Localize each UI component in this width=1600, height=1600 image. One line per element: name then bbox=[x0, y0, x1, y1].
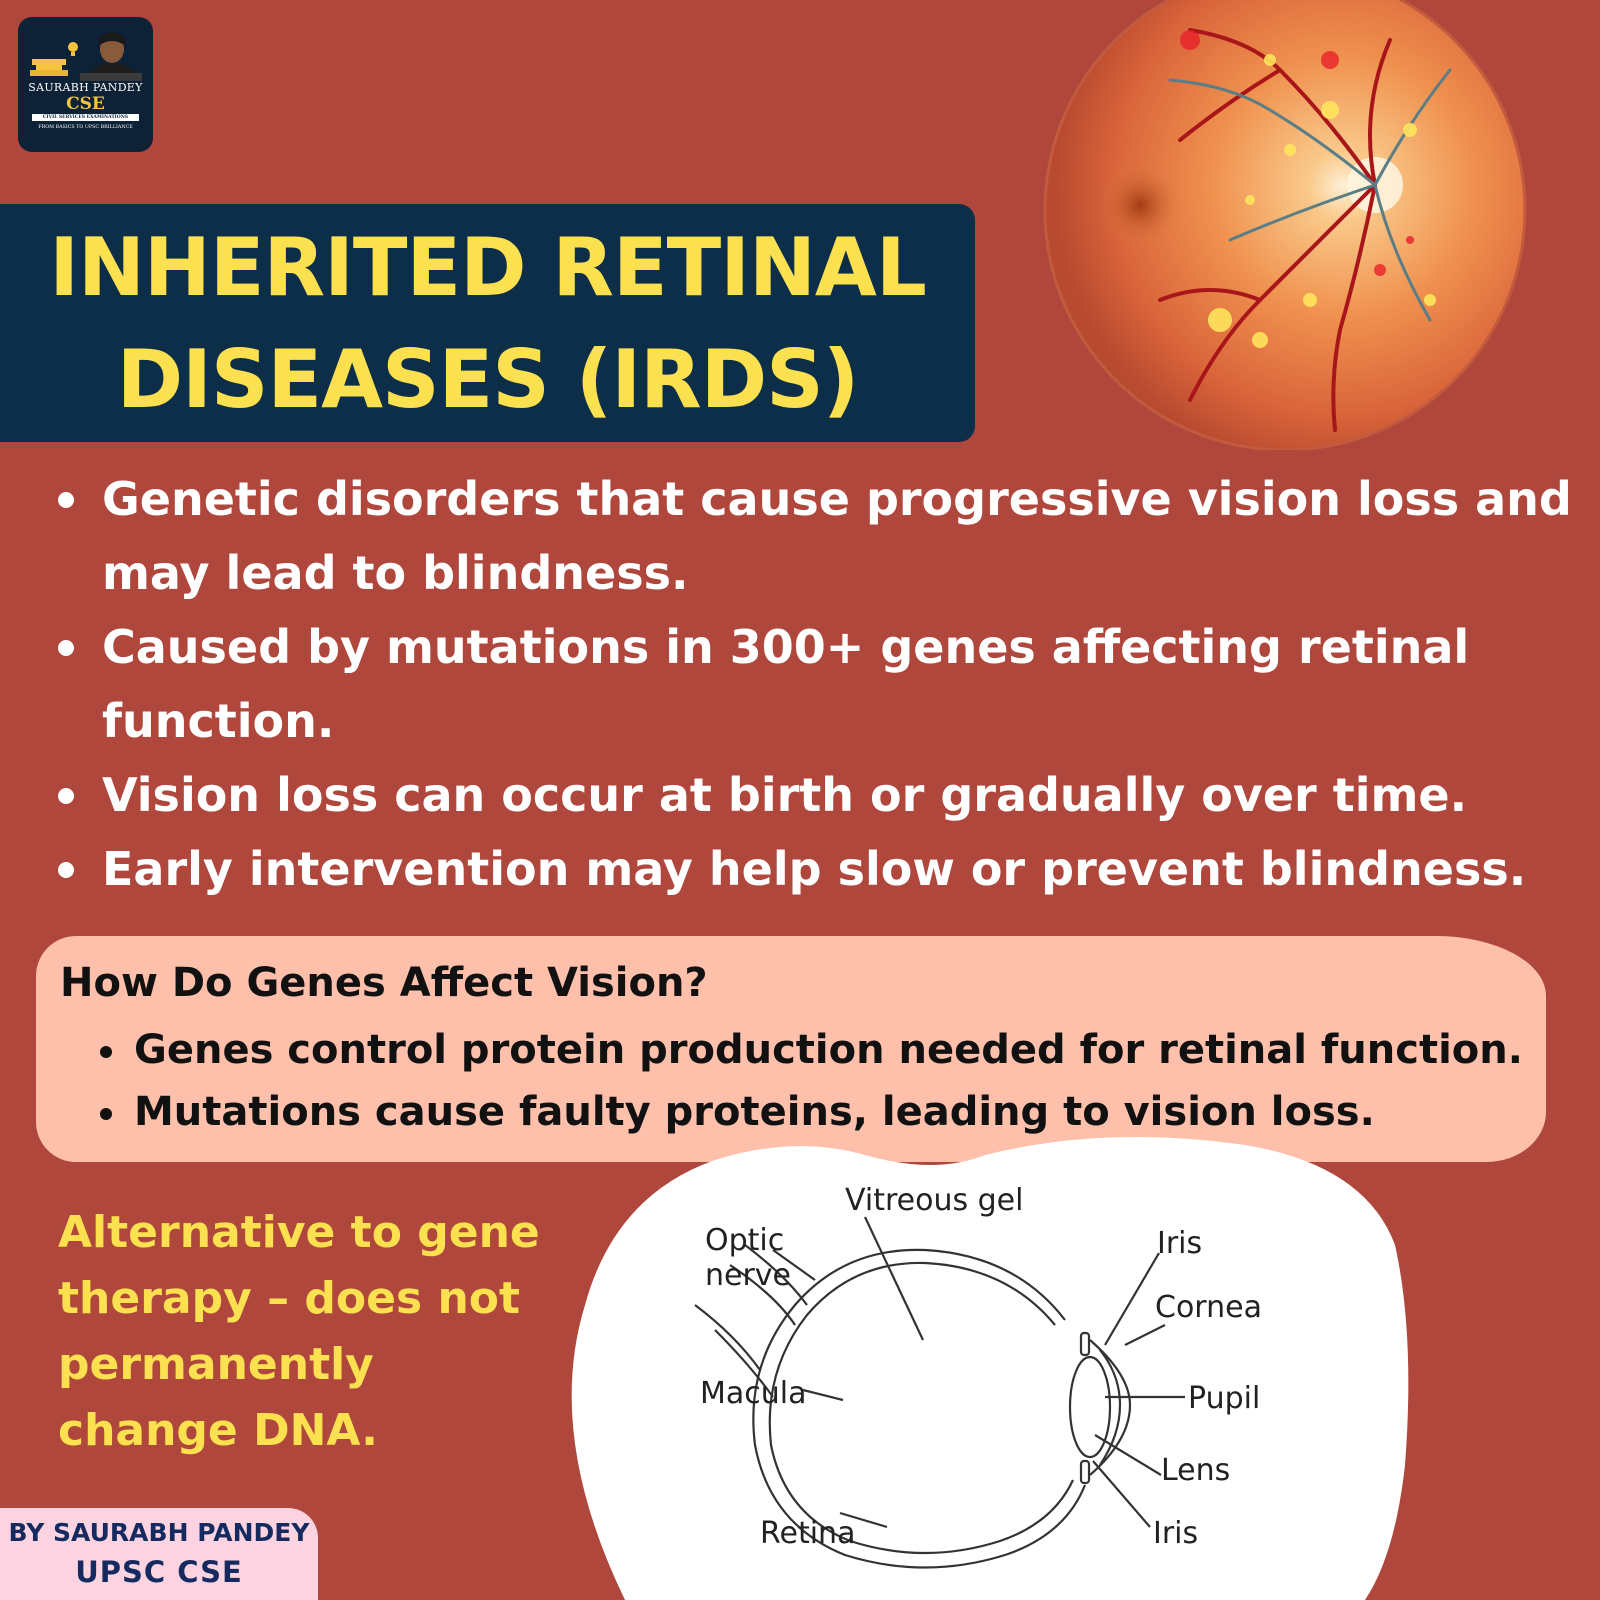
genes-points-list: Genes control protein production needed … bbox=[96, 1019, 1523, 1143]
label-iris-bottom: Iris bbox=[1153, 1516, 1198, 1551]
logo-tagline-2: FROM BASICS TO UPSC BRILLIANCE bbox=[38, 125, 133, 130]
genes-section-title: How Do Genes Affect Vision? bbox=[60, 960, 708, 1006]
key-points-list: Genetic disorders that cause progressive… bbox=[58, 462, 1578, 906]
author-byline: BY SAURABH PANDEY UPSC CSE bbox=[0, 1508, 318, 1600]
retina-fundus-image bbox=[1043, 0, 1527, 450]
label-iris-top: Iris bbox=[1157, 1226, 1202, 1261]
key-point: Genetic disorders that cause progressive… bbox=[58, 462, 1578, 610]
channel-logo: SAURABH PANDEY CSE CIVIL SERVICES EXAMIN… bbox=[18, 17, 153, 152]
label-optic-nerve-line1: Optic bbox=[705, 1223, 784, 1258]
logo-name: SAURABH PANDEY bbox=[28, 81, 143, 94]
title-banner: INHERITED RETINAL DISEASES (IRDS) bbox=[0, 204, 975, 442]
label-macula: Macula bbox=[700, 1376, 807, 1411]
key-point: Vision loss can occur at birth or gradua… bbox=[58, 758, 1578, 832]
eye-anatomy-diagram: Vitreous gel Optic nerve Macula Retina I… bbox=[694, 1183, 1262, 1569]
label-lens: Lens bbox=[1161, 1453, 1230, 1488]
genes-info-box: How Do Genes Affect Vision? Genes contro… bbox=[36, 936, 1546, 1162]
label-optic-nerve-line2: nerve bbox=[705, 1258, 791, 1293]
alternative-therapy-note: Alternative to gene therapy – does not p… bbox=[58, 1207, 540, 1456]
logo-cse: CSE bbox=[66, 94, 105, 114]
key-point: Caused by mutations in 300+ genes affect… bbox=[58, 610, 1578, 758]
page-title-line-2: DISEASES (IRDS) bbox=[116, 333, 860, 426]
label-retina: Retina bbox=[760, 1516, 855, 1551]
key-point: Early intervention may help slow or prev… bbox=[58, 832, 1578, 906]
byline-author: BY SAURABH PANDEY bbox=[8, 1518, 310, 1547]
presenter-illustration bbox=[30, 32, 142, 81]
genes-point: Genes control protein production needed … bbox=[96, 1019, 1523, 1081]
logo-tagline-1: CIVIL SERVICES EXAMINATIONS bbox=[32, 114, 139, 121]
label-pupil: Pupil bbox=[1188, 1381, 1260, 1416]
byline-course: UPSC CSE bbox=[75, 1555, 243, 1589]
page-title-line-1: INHERITED RETINAL bbox=[49, 221, 927, 314]
diagram-backdrop bbox=[571, 1137, 1409, 1600]
label-cornea: Cornea bbox=[1155, 1290, 1262, 1325]
label-vitreous-gel: Vitreous gel bbox=[845, 1183, 1023, 1218]
genes-point: Mutations cause faulty proteins, leading… bbox=[96, 1081, 1523, 1143]
